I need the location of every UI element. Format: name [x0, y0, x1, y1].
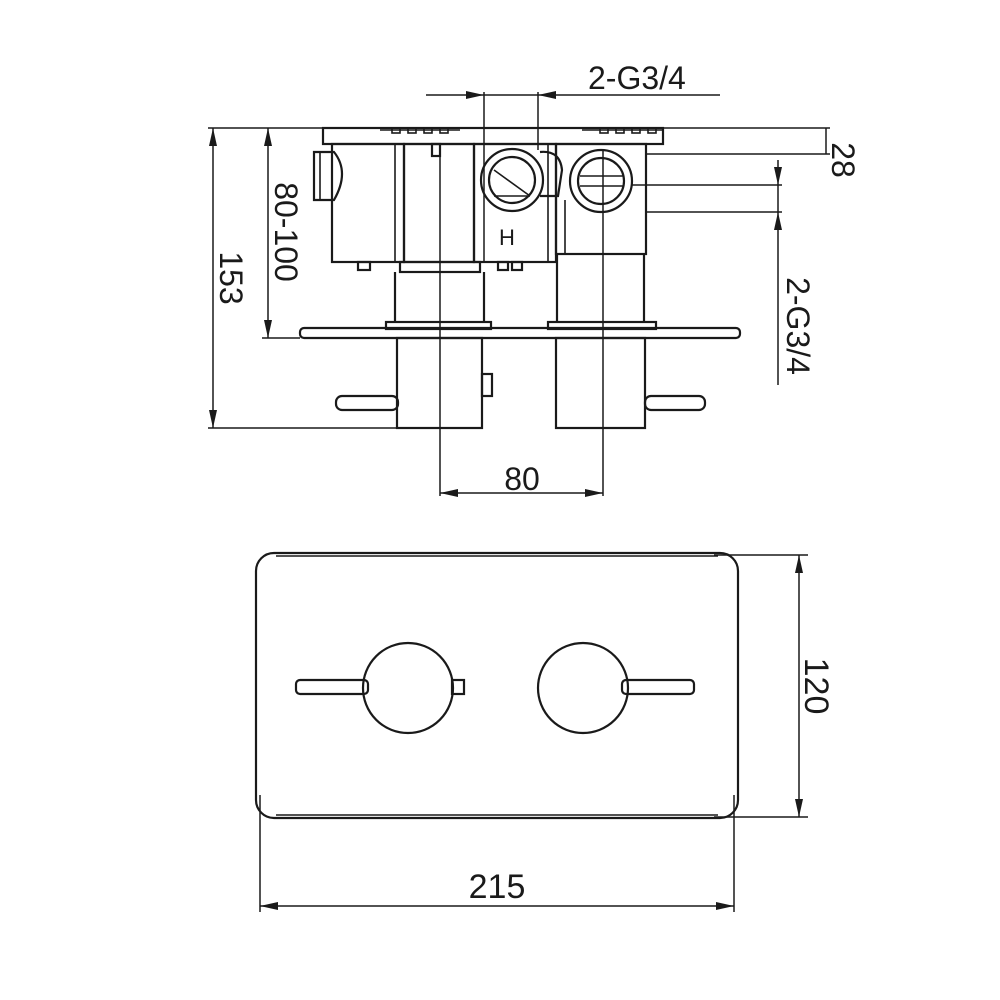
- hot-port: [479, 147, 564, 213]
- face-plate: [254, 551, 740, 820]
- side-view: H: [298, 92, 742, 496]
- inlet-nut: [312, 150, 344, 202]
- dimension-depth-top: 28: [646, 127, 861, 178]
- overall-depth-label: 153: [213, 251, 249, 304]
- flange-screws: [391, 127, 657, 134]
- handle-right: [536, 641, 696, 735]
- hot-marker-label: H: [499, 225, 515, 250]
- cold-port: [568, 148, 634, 214]
- dimension-top-port: 2-G3/4: [426, 60, 720, 99]
- adjustable-depth-label: 80-100: [268, 182, 304, 282]
- plate-width-label: 215: [469, 868, 526, 906]
- dimension-center-distance: 80: [440, 461, 603, 497]
- dimension-overall-depth: 153: [208, 127, 396, 429]
- dimension-plate-height: 120: [714, 554, 835, 818]
- dimension-plate-width: 215: [259, 795, 735, 912]
- depth-top-label: 28: [825, 142, 861, 178]
- right-port-label: 2-G3/4: [780, 277, 816, 375]
- dimension-right-port: 2-G3/4: [632, 160, 816, 385]
- handle-left: [294, 641, 466, 735]
- dimension-adjustable-depth: 80-100: [262, 128, 304, 339]
- front-view: [254, 551, 740, 820]
- plate-height-label: 120: [797, 658, 835, 715]
- cartridge-right: [554, 254, 647, 430]
- wall-plate: [298, 326, 742, 340]
- lever-right: [643, 394, 707, 412]
- top-port-label: 2-G3/4: [588, 60, 686, 96]
- center-distance-label: 80: [504, 461, 540, 497]
- valve-body: [312, 142, 648, 274]
- lever-left: [334, 394, 400, 412]
